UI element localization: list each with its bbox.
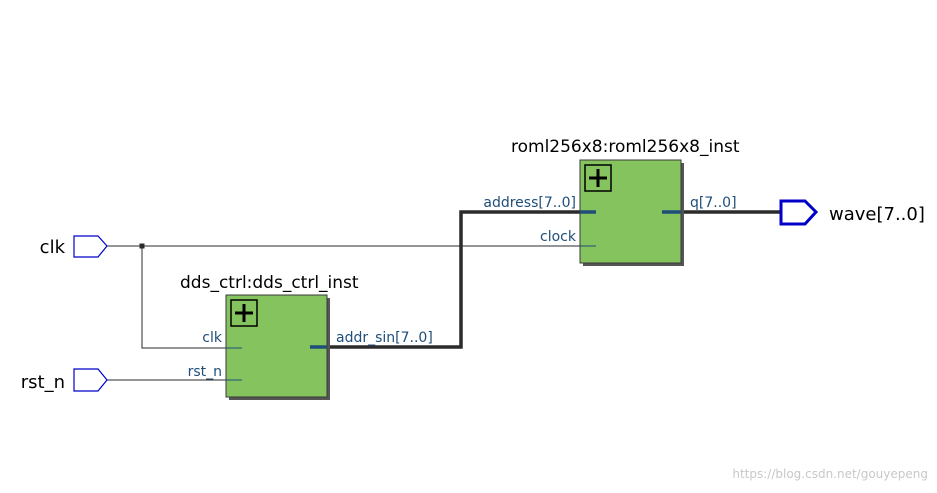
block-dds-ctrl[interactable]: dds_ctrl:dds_ctrl_inst clk rst_n addr_si… xyxy=(180,273,433,400)
input-port-clk-shape[interactable] xyxy=(73,235,108,258)
input-port-rst-n[interactable]: rst_n xyxy=(21,368,108,393)
pin-rom-q-label: q[7..0] xyxy=(690,195,737,211)
wire-addr-bus[interactable] xyxy=(310,210,596,349)
plus-box-icon[interactable] xyxy=(230,299,258,327)
pin-dds-clk-label: clk xyxy=(202,330,223,346)
block-dds-ctrl-instance-name: dds_ctrl:dds_ctrl_inst xyxy=(180,273,359,293)
output-port-wave[interactable]: wave[7..0] xyxy=(779,199,925,226)
pin-dds-rst-n-label: rst_n xyxy=(188,364,222,380)
wire-clk-branch[interactable] xyxy=(141,246,242,349)
watermark: https://blog.csdn.net/gouyepeng xyxy=(732,467,928,481)
plus-box-icon[interactable] xyxy=(584,164,612,192)
input-port-rst-n-label: rst_n xyxy=(21,372,65,393)
input-port-clk-label: clk xyxy=(40,237,66,258)
clk-junction-dot xyxy=(139,243,145,249)
block-roml256x8[interactable]: roml256x8:roml256x8_inst address[7..0] c… xyxy=(483,137,740,266)
pin-dds-addr-sin-label: addr_sin[7..0] xyxy=(336,330,433,346)
input-port-clk[interactable]: clk xyxy=(40,235,108,258)
pin-rom-address-label: address[7..0] xyxy=(483,195,576,211)
pin-rom-clock-label: clock xyxy=(540,229,577,245)
output-port-wave-shape[interactable] xyxy=(779,199,819,226)
output-port-wave-label: wave[7..0] xyxy=(829,204,925,225)
block-roml256x8-instance-name: roml256x8:roml256x8_inst xyxy=(511,137,740,157)
input-port-rst-n-shape[interactable] xyxy=(73,368,108,392)
